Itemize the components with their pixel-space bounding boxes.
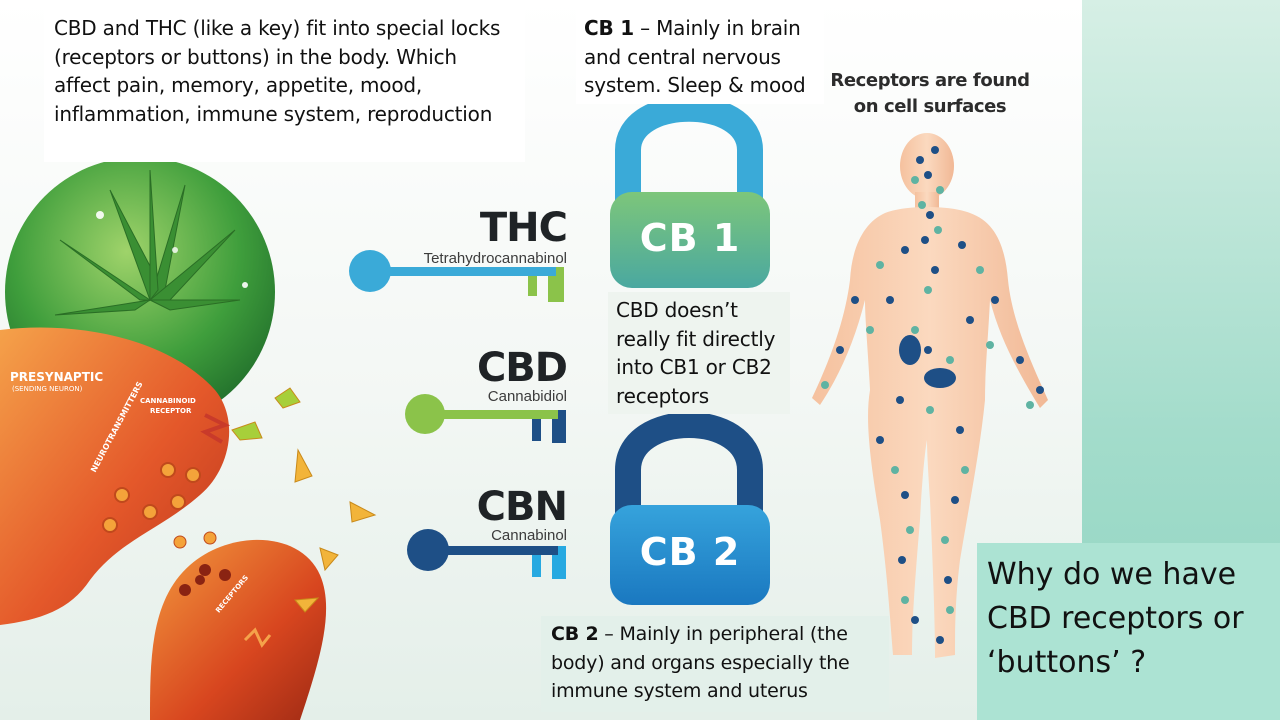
cb1-heading: CB 1 [584, 16, 635, 40]
receptor-label: RECEPTOR [150, 407, 192, 415]
cb2-line1: CB 2 – Mainly in peripheral (the [551, 620, 889, 649]
cbd-line: CBD doesn’t [616, 298, 738, 322]
thc-key [349, 250, 564, 302]
sending-neuron-label: (SENDING NEURON) [12, 385, 83, 393]
receptors-caption: Receptors are found on cell surfaces [826, 68, 1034, 120]
question-box: Why do we have CBD receptors or ‘buttons… [977, 543, 1280, 720]
cb2-lock [610, 412, 770, 605]
question-line: Why do we have [987, 557, 1237, 592]
cb1-lock-label: CB 1 [639, 216, 741, 260]
cbd-key [405, 394, 566, 443]
intro-line: (receptors or buttons) in the body. Whic… [54, 44, 457, 69]
cb2-lock-label: CB 2 [639, 530, 741, 574]
question-line: CBD receptors or [987, 601, 1244, 636]
receptors-caption-line1: Receptors are found [830, 70, 1030, 91]
cbd-line: really fit directly [616, 326, 776, 351]
cbd-full-name: Cannabidiol [487, 388, 567, 405]
cb2-text-box: CB 2 – Mainly in peripheral (the body) a… [541, 616, 889, 712]
released-molecules [173, 387, 377, 613]
cannabinoid-label: CANNABINOID [140, 397, 196, 405]
cb1-text-box: CB 1 – Mainly in brain and central nervo… [576, 8, 824, 104]
cb1-line3: system. Sleep & mood [584, 73, 806, 97]
cb1-line1: CB 1 – Mainly in brain [584, 14, 824, 43]
cb1-line1-rest: – Mainly in brain [634, 16, 801, 40]
intro-line: CBD and THC (like a key) fit into specia… [54, 16, 501, 40]
cbn-key [407, 529, 566, 579]
human-body [812, 133, 1048, 658]
cb2-heading: CB 2 [551, 623, 599, 645]
cb1-lock [610, 95, 770, 288]
cbn-label: CBN [476, 484, 568, 530]
cbd-line: into CB1 or CB2 [616, 355, 772, 379]
thc-label: THC [479, 205, 568, 251]
cb2-line1-rest: – Mainly in peripheral (the [598, 623, 848, 645]
intro-line: affect pain, memory, appetite, mood, [54, 73, 423, 97]
cbd-text-box: CBD doesn’t really fit directly into CB1… [608, 292, 790, 414]
presynaptic-neuron [0, 327, 231, 625]
presynaptic-label: PRESYNAPTIC [10, 370, 104, 384]
intro-line: inflammation, immune system, reproductio… [54, 101, 493, 126]
cb2-line2: body) and organs especially the [551, 651, 850, 674]
cbd-line: receptors [616, 383, 710, 408]
cbd-label: CBD [476, 345, 568, 391]
postsynaptic-neuron [150, 539, 327, 720]
cb1-line2: and central nervous [584, 44, 781, 69]
intro-text-box: CBD and THC (like a key) fit into specia… [44, 6, 525, 162]
thc-full-name: Tetrahydrocannabinol [423, 250, 567, 267]
cbn-full-name: Cannabinol [491, 527, 567, 544]
question-line: ‘buttons’ ? [987, 645, 1147, 680]
cb2-line3: immune system and uterus [551, 680, 808, 702]
receptors-caption-line2: on cell surfaces [853, 96, 1007, 117]
